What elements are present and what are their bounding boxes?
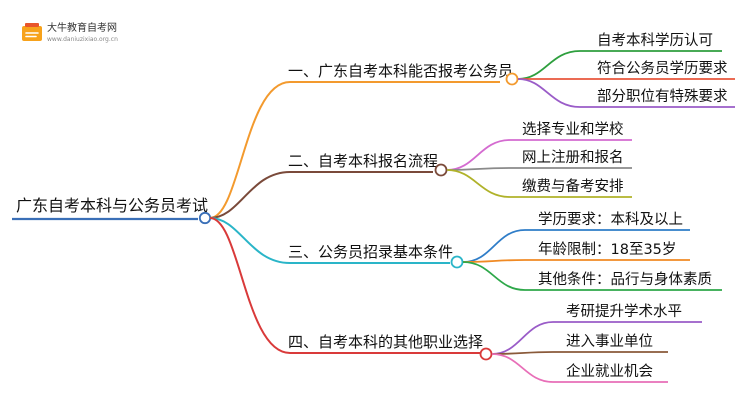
branch-1-dot — [505, 72, 519, 86]
logo-name: 大牛教育自考网 — [47, 21, 117, 34]
branch-2-label: 二、自考本科报名流程 — [288, 152, 438, 170]
edge-branch-2-leaf-3 — [446, 169, 632, 198]
edge-branch-3-leaf-1 — [462, 229, 690, 263]
leaf-3-1: 学历要求：本科及以上 — [538, 211, 683, 228]
branch-4-label: 四、自考本科的其他职业选择 — [288, 333, 483, 351]
branch-1: 一、广东自考本科能否报考公务员 自考本科学历认可 符合公务员学历要求 部分职位有… — [288, 32, 735, 108]
leaf-4-3: 企业就业机会 — [566, 362, 653, 380]
root-node: 广东自考本科与公务员考试 — [12, 196, 212, 225]
edge-branch-3-leaf-2 — [462, 259, 690, 263]
logo: 大牛教育自考网 www.daniuzixiao.org.cn — [22, 21, 118, 43]
leaf-3-3: 其他条件：品行与身体素质 — [538, 271, 712, 288]
logo-url: www.daniuzixiao.org.cn — [47, 36, 118, 43]
logo-icon — [22, 23, 42, 41]
edge-root-branch-4 — [209, 217, 480, 354]
leaf-3-2: 年龄限制：18至35岁 — [538, 241, 676, 258]
edge-root-branch-1 — [209, 81, 500, 219]
leaf-2-2: 网上注册和报名 — [522, 149, 624, 166]
leaf-2-3: 缴费与备考安排 — [522, 178, 624, 195]
branch-3-dot — [450, 255, 464, 269]
leaf-4-2: 进入事业单位 — [566, 333, 653, 350]
leaf-4-1: 考研提升学术水平 — [566, 303, 682, 320]
branch-4-dot — [479, 347, 493, 361]
edge-branch-4-leaf-1 — [491, 321, 702, 355]
edge-branch-1-leaf-3 — [517, 78, 735, 108]
edge-root-branch-3 — [209, 217, 450, 264]
branch-4: 四、自考本科的其他职业选择 考研提升学术水平 进入事业单位 企业就业机会 — [288, 303, 702, 383]
leaf-1-1: 自考本科学历认可 — [597, 32, 713, 49]
leaf-1-2: 符合公务员学历要求 — [597, 60, 728, 77]
edge-branch-4-leaf-2 — [491, 351, 668, 355]
leaf-2-1: 选择专业和学校 — [522, 121, 624, 138]
edge-branch-2-leaf-2 — [446, 167, 632, 171]
branch-3-label: 三、公务员招录基本条件 — [288, 243, 453, 261]
edge-root-branch-2 — [209, 171, 433, 219]
leaf-1-3: 部分职位有特殊要求 — [597, 88, 728, 105]
branch-2: 二、自考本科报名流程 选择专业和学校 网上注册和报名 缴费与备考安排 — [288, 121, 632, 198]
edge-branch-1-leaf-1 — [517, 50, 722, 80]
edge-branch-3-leaf-3 — [462, 261, 722, 291]
root-label: 广东自考本科与公务员考试 — [16, 196, 208, 215]
branch-2-dot — [434, 163, 448, 177]
branch-1-label: 一、广东自考本科能否报考公务员 — [288, 62, 513, 80]
edge-branch-2-leaf-1 — [446, 139, 632, 171]
edge-branch-4-leaf-3 — [491, 353, 668, 383]
branch-3: 三、公务员招录基本条件 学历要求：本科及以上 年龄限制：18至35岁 其他条件：… — [288, 211, 722, 291]
root-connector-dot — [198, 211, 212, 225]
